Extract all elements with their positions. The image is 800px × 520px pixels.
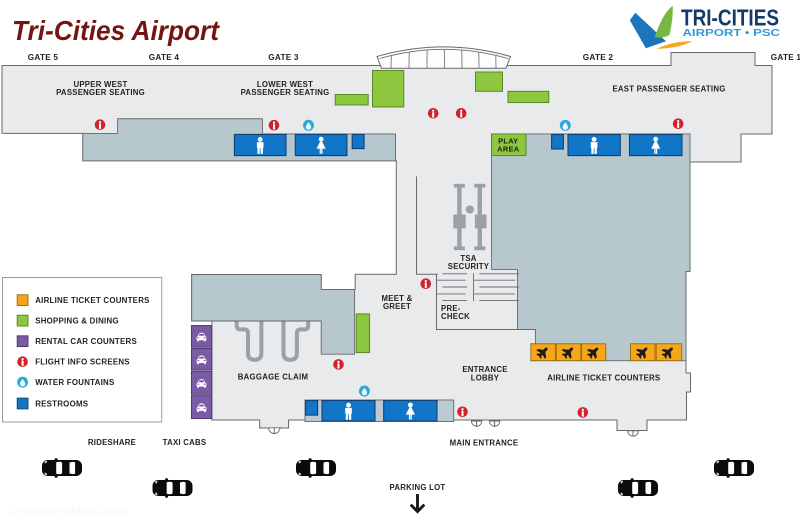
- svg-text:PASSENGER SEATING: PASSENGER SEATING: [241, 88, 330, 97]
- svg-text:BAGGAGE CLAIM: BAGGAGE CLAIM: [238, 373, 308, 382]
- svg-text:GATE 5: GATE 5: [28, 53, 59, 62]
- svg-text:Getmyeomfitrap.com: Getmyeomfitrap.com: [8, 503, 128, 517]
- svg-text:AIRLINE TICKET COUNTERS: AIRLINE TICKET COUNTERS: [547, 374, 660, 383]
- svg-text:LOWER WEST: LOWER WEST: [257, 80, 313, 89]
- svg-text:EAST PASSENGER SEATING: EAST PASSENGER SEATING: [612, 85, 725, 94]
- svg-text:GATE 3: GATE 3: [268, 53, 299, 62]
- svg-text:AIRPORT • PSC: AIRPORT • PSC: [683, 28, 781, 39]
- svg-text:LOBBY: LOBBY: [471, 374, 500, 383]
- svg-text:UPPER WEST: UPPER WEST: [73, 80, 127, 89]
- svg-text:GATE 4: GATE 4: [149, 53, 180, 62]
- svg-text:MEET &: MEET &: [382, 294, 413, 303]
- svg-text:PLAY: PLAY: [498, 137, 518, 146]
- svg-text:WATER FOUNTAINS: WATER FOUNTAINS: [35, 378, 114, 387]
- svg-text:AREA: AREA: [497, 145, 520, 154]
- svg-text:SECURITY: SECURITY: [448, 262, 490, 271]
- svg-text:TSA: TSA: [460, 254, 476, 263]
- svg-text:GATE 2: GATE 2: [583, 53, 614, 62]
- svg-text:PRE-: PRE-: [441, 304, 461, 313]
- svg-text:RIDESHARE: RIDESHARE: [88, 438, 136, 447]
- svg-text:RESTROOMS: RESTROOMS: [35, 399, 88, 408]
- svg-text:ENTRANCE: ENTRANCE: [462, 365, 507, 374]
- svg-text:AIRLINE TICKET COUNTERS: AIRLINE TICKET COUNTERS: [35, 296, 149, 305]
- svg-text:CHECK: CHECK: [441, 312, 470, 321]
- svg-text:Tri-Cities Airport: Tri-Cities Airport: [12, 15, 221, 46]
- svg-text:PARKING LOT: PARKING LOT: [390, 483, 446, 492]
- svg-text:MAIN ENTRANCE: MAIN ENTRANCE: [450, 439, 519, 448]
- svg-text:TAXI CABS: TAXI CABS: [163, 438, 207, 447]
- svg-text:RENTAL CAR COUNTERS: RENTAL CAR COUNTERS: [35, 337, 137, 346]
- svg-text:GATE 1: GATE 1: [771, 53, 800, 62]
- svg-text:FLIGHT INFO SCREENS: FLIGHT INFO SCREENS: [35, 358, 130, 367]
- svg-text:GREET: GREET: [383, 302, 411, 311]
- svg-text:TRI-CITIES: TRI-CITIES: [681, 5, 779, 31]
- svg-text:SHOPPING & DINING: SHOPPING & DINING: [35, 317, 119, 326]
- svg-text:PASSENGER SEATING: PASSENGER SEATING: [56, 88, 145, 97]
